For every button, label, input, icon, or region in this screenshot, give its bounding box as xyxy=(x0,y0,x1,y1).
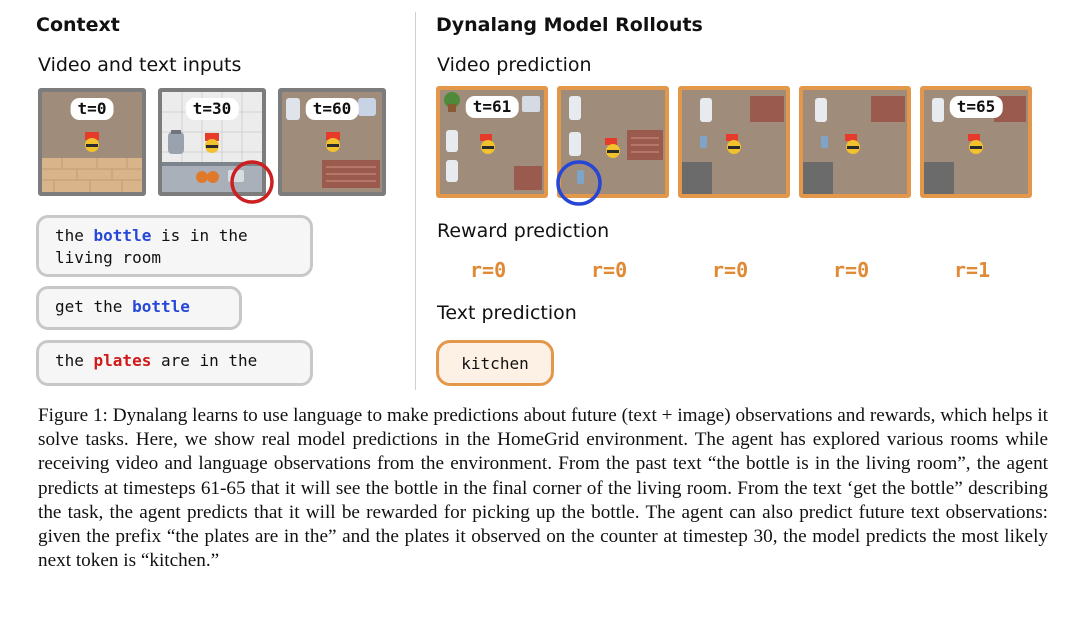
living-room-scene-icon xyxy=(682,90,786,194)
text-segment: the xyxy=(55,226,94,245)
prediction-frame-t64 xyxy=(799,86,911,198)
reward-value: r=0 xyxy=(833,258,870,282)
prediction-frame-t62 xyxy=(557,86,669,198)
timestep-label: t=30 xyxy=(185,98,239,120)
bottle-highlight-circle xyxy=(556,160,602,206)
text-prediction-label: Text prediction xyxy=(437,302,577,324)
video-prediction-label: Video prediction xyxy=(437,54,592,76)
prediction-frame-t61: t=61 xyxy=(436,86,548,198)
context-frame-t60: t=60 xyxy=(278,88,386,196)
reward-value: r=0 xyxy=(712,258,749,282)
prediction-frame-t65: t=65 xyxy=(920,86,1032,198)
reward-value: r=0 xyxy=(591,258,628,282)
plates-highlight-circle xyxy=(230,160,274,204)
text-segment: are in the xyxy=(151,351,258,370)
keyword-plates: plates xyxy=(93,351,152,370)
context-frame-t0: t=0 xyxy=(38,88,146,196)
timestep-label: t=65 xyxy=(949,96,1003,118)
context-title: Context xyxy=(36,14,120,36)
timestep-label: t=61 xyxy=(465,96,519,118)
timestep-label: t=0 xyxy=(70,98,114,120)
timestep-label: t=60 xyxy=(305,98,359,120)
context-text-task: get the bottle xyxy=(36,286,242,330)
text-segment: living room xyxy=(55,248,161,267)
context-subtitle: Video and text inputs xyxy=(38,54,242,76)
reward-prediction-label: Reward prediction xyxy=(437,220,610,242)
context-text-bottle-location: the bottle is in the living room xyxy=(36,215,313,277)
keyword-bottle: bottle xyxy=(132,297,190,316)
text-segment: the xyxy=(55,351,94,370)
living-room-scene-icon xyxy=(561,90,665,194)
living-room-scene-icon xyxy=(440,90,544,194)
context-text-plates-prefix: the plates are in the xyxy=(36,340,313,386)
living-room-scene-icon xyxy=(803,90,907,194)
reward-value: r=0 xyxy=(470,258,507,282)
keyword-bottle: bottle xyxy=(93,226,152,245)
text-segment: is in the xyxy=(151,226,248,245)
rollouts-title: Dynalang Model Rollouts xyxy=(436,14,703,36)
predicted-text-kitchen: kitchen xyxy=(436,340,554,386)
context-frame-t30: t=30 xyxy=(158,88,266,196)
kitchen-scene-icon xyxy=(162,92,262,192)
reward-value: r=1 xyxy=(954,258,991,282)
figure-caption: Figure 1: Dynalang learns to use languag… xyxy=(38,405,1048,572)
text-segment: get the xyxy=(55,297,133,316)
prediction-frame-t63 xyxy=(678,86,790,198)
column-divider xyxy=(415,12,416,390)
